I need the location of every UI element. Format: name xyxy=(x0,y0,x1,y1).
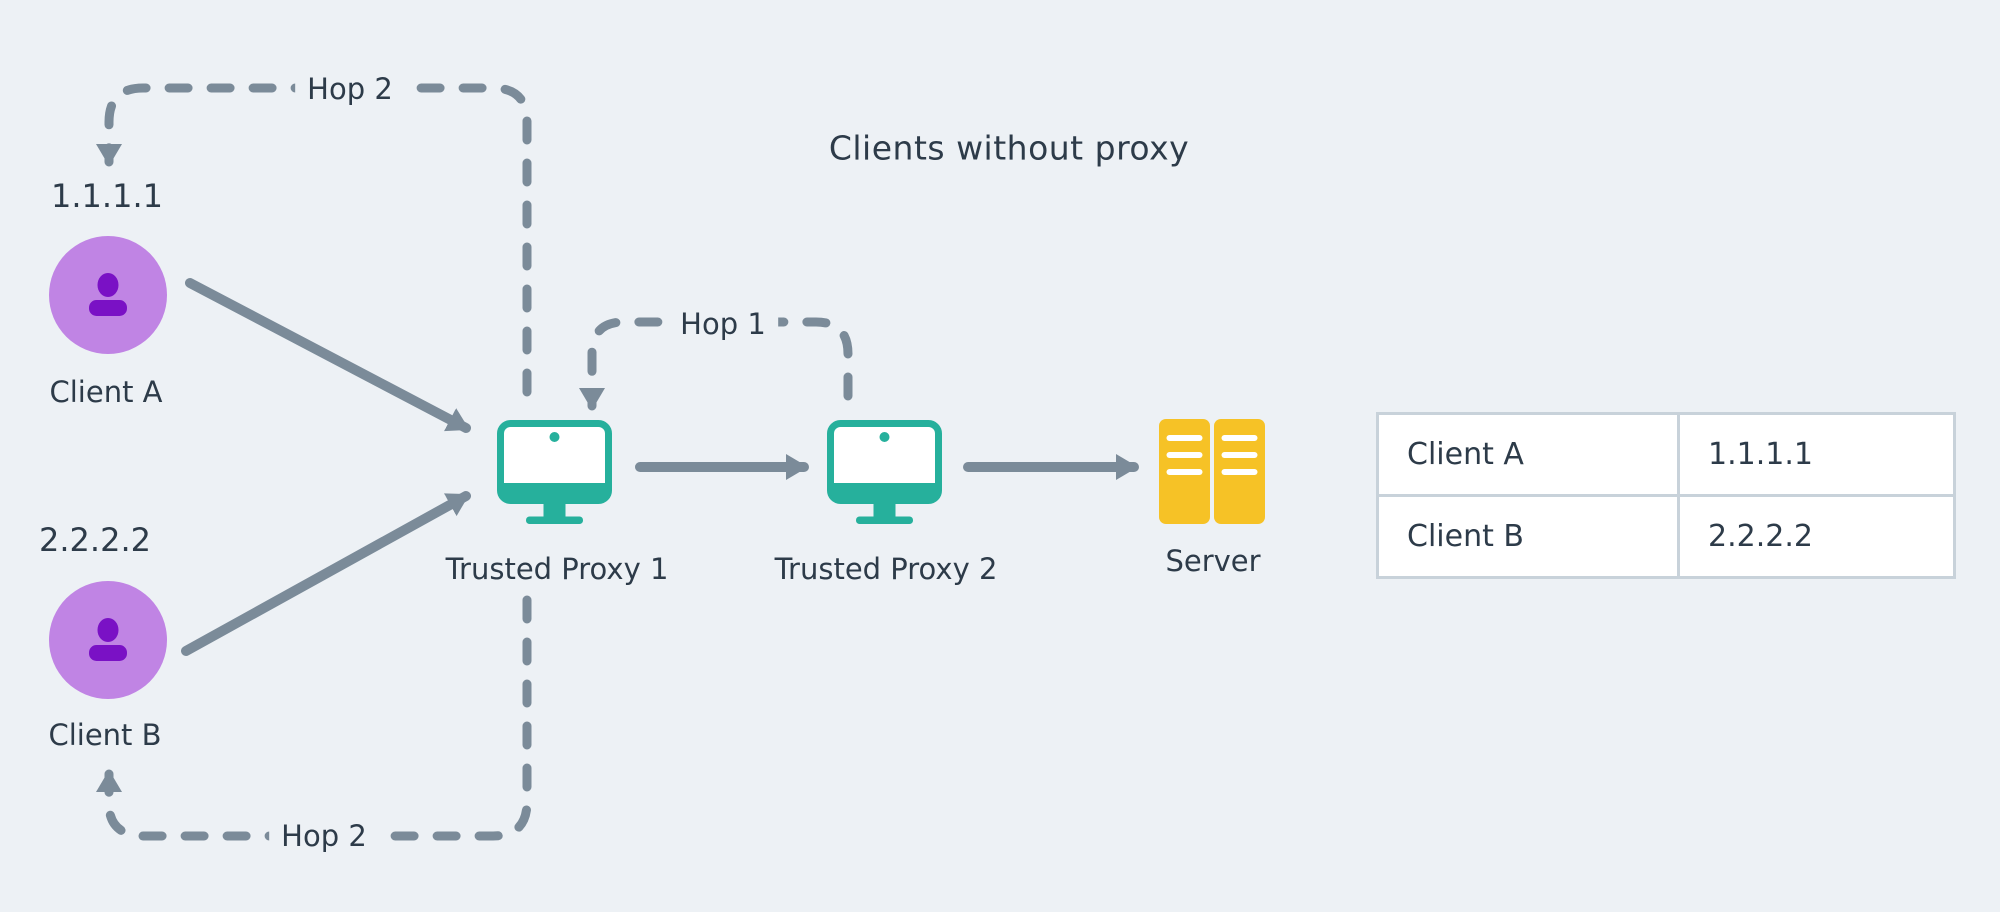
client-a-ip: 1.1.1.1 xyxy=(51,177,163,215)
table-cell-ip: 2.2.2.2 xyxy=(1677,494,1956,579)
client-a-avatar xyxy=(49,236,167,354)
hop2-top-label: Hop 2 xyxy=(295,70,405,108)
server-icon xyxy=(1159,419,1265,528)
table-cell-client: Client A xyxy=(1376,412,1680,497)
client-b-to-proxy1-arrow xyxy=(181,491,471,656)
monitor-icon xyxy=(497,420,612,529)
hop1-label: Hop 1 xyxy=(668,305,778,343)
table-cell-client: Client B xyxy=(1376,494,1680,579)
mapping-table: Client A 1.1.1.1 Client B 2.2.2.2 xyxy=(1376,412,1956,579)
diagram-title: Clients without proxy xyxy=(828,128,1190,168)
client-a-label: Client A xyxy=(49,375,163,409)
client-a-to-proxy1-arrow xyxy=(185,278,471,433)
table-row: Client A 1.1.1.1 xyxy=(1376,412,1956,497)
client-b-label: Client B xyxy=(48,718,162,752)
hop2-bottom-label: Hop 2 xyxy=(269,817,379,855)
table-cell-ip: 1.1.1.1 xyxy=(1677,412,1956,497)
server-label: Server xyxy=(1165,544,1261,578)
hop2-bottom-dashed-arrow xyxy=(96,595,532,841)
user-icon xyxy=(49,579,167,701)
client-b-avatar xyxy=(49,581,167,699)
user-icon xyxy=(49,234,167,356)
table-row: Client B 2.2.2.2 xyxy=(1376,494,1956,579)
client-b-ip: 2.2.2.2 xyxy=(39,521,151,559)
proxy2-label: Trusted Proxy 2 xyxy=(774,552,998,586)
monitor-icon xyxy=(827,420,942,529)
proxy1-label: Trusted Proxy 1 xyxy=(445,552,669,586)
